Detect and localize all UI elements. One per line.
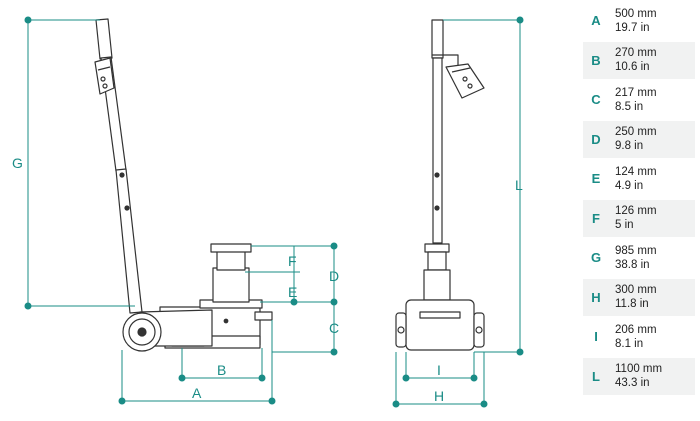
row-mm: 1100 mm [615,363,663,375]
row-mm: 126 mm [615,205,657,217]
row-in: 38.8 in [615,258,650,271]
dimension-row-D: D 250 mm 9.8 in [583,120,695,158]
row-values: 250 mm 9.8 in [609,125,695,153]
side-valve-box [94,57,115,95]
row-mm: 217 mm [615,86,657,99]
row-values: 206 mm 8.1 in [609,323,695,351]
row-values: 300 mm 11.8 in [609,283,695,311]
jack-dimension-drawing: G A B F E D C L I H [12,16,524,408]
row-in: 8.5 in [615,100,644,113]
side-wheel [122,312,162,352]
row-values: 985 mm 38.8 in [609,244,695,272]
handle-upper-tube [95,18,113,60]
dimension-labels: G A B F E D C L I H [12,155,523,404]
dimension-row-C: C 217 mm 8.5 in [583,81,695,118]
dimension-row-E: E 124 mm 4.9 in [583,160,695,197]
label-A: A [192,385,202,401]
row-values: 126 mm 5 in [609,204,695,232]
dimension-row-L: L 1100 mm 43.3 in [583,357,695,395]
row-mm: 300 mm [615,284,657,296]
row-mm: 985 mm [615,244,657,257]
row-mm: 206 mm [615,323,657,336]
label-L: L [515,177,523,193]
row-letter: G [590,250,602,265]
row-mm: 270 mm [615,47,657,59]
row-values: 124 mm 4.9 in [609,165,695,193]
front-handle-upper [431,19,444,59]
row-mm: 500 mm [615,7,657,20]
dimension-row-I: I 206 mm 8.1 in [583,318,695,355]
row-in: 10.6 in [615,61,650,73]
row-letter: B [591,52,601,68]
row-letter: H [591,289,601,305]
label-C: C [329,320,339,336]
front-cylinder-mid [427,251,447,271]
row-in: 11.8 in [615,298,649,310]
dimension-row-B: B 270 mm 10.6 in [583,41,695,79]
label-G: G [12,155,23,171]
row-in: 5 in [615,219,634,231]
row-letter: E [591,171,601,186]
front-cylinder-lower [423,269,451,301]
dimension-lines [24,16,524,408]
dimension-table: A 500 mm 19.7 in B 270 mm 10.6 in C 217 … [583,2,695,397]
dimension-row-F: F 126 mm 5 in [583,199,695,237]
row-values: 270 mm 10.6 in [609,46,695,74]
row-in: 9.8 in [615,140,644,152]
front-handle-lower [432,57,443,244]
row-mm: 250 mm [615,126,657,138]
label-E: E [288,284,297,300]
label-D: D [329,268,339,284]
label-B: B [217,362,226,378]
handle-lower-tube [115,168,143,314]
row-in: 4.9 in [615,179,644,192]
front-view [395,19,485,351]
row-letter: L [592,368,600,384]
row-letter: I [594,329,598,344]
row-in: 8.1 in [615,337,644,350]
row-mm: 124 mm [615,165,657,178]
row-letter: A [591,13,601,28]
row-in: 43.3 in [615,377,650,389]
row-in: 19.7 in [615,21,650,34]
dimension-row-A: A 500 mm 19.7 in [583,2,695,39]
dimension-row-H: H 300 mm 11.8 in [583,278,695,316]
row-letter: F [592,210,600,226]
side-view [94,18,273,352]
side-cylinder-mid [216,249,246,271]
side-saddle [210,243,252,253]
row-values: 1100 mm 43.3 in [609,362,695,390]
label-F: F [288,253,297,269]
row-letter: C [591,92,601,107]
row-values: 500 mm 19.7 in [609,7,695,35]
row-values: 217 mm 8.5 in [609,86,695,114]
front-saddle [424,243,450,253]
label-I: I [437,362,441,378]
label-H: H [434,388,444,404]
side-cylinder-lower [212,267,250,303]
row-letter: D [591,131,601,147]
front-base-body [405,299,475,351]
dimension-row-G: G 985 mm 38.8 in [583,239,695,276]
